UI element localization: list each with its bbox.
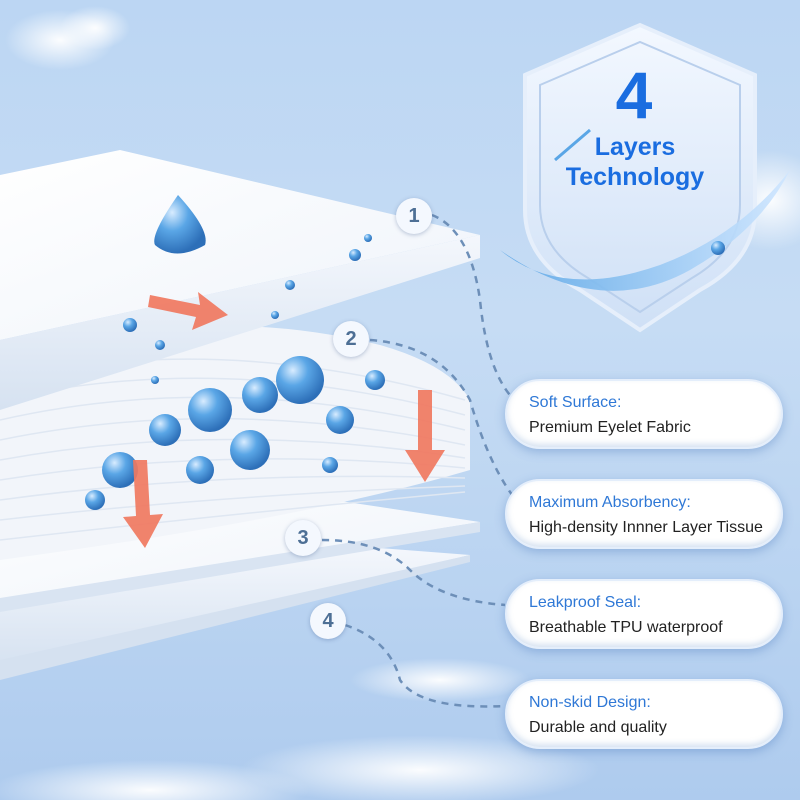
- feature-title: Maximum Absorbency:: [529, 494, 691, 511]
- layer-number-1: 1: [396, 198, 432, 234]
- shield-icon: [500, 22, 790, 333]
- feature-card-leakproof-seal: Leakproof Seal: Breathable TPU waterproo…: [505, 579, 783, 649]
- feature-title: Leakproof Seal:: [529, 594, 642, 611]
- feature-card-soft-surface: Soft Surface: Premium Eyelet Fabric: [505, 379, 783, 449]
- feature-title: Soft Surface:: [529, 394, 622, 411]
- badge-number: 4: [615, 58, 655, 132]
- feature-title: Non-skid Design:: [529, 694, 651, 711]
- feature-description: Premium Eyelet Fabric: [529, 419, 691, 436]
- feature-description: Durable and quality: [529, 719, 667, 736]
- badge-line-technology: Technology: [565, 163, 705, 191]
- water-droplets: [85, 195, 385, 510]
- feature-card-non-skid-design: Non-skid Design: Durable and quality: [505, 679, 783, 749]
- layer-number-3: 3: [285, 520, 321, 556]
- layer-number-4: 4: [310, 603, 346, 639]
- badge-line-layers: Layers: [594, 133, 676, 161]
- feature-description: Breathable TPU waterproof: [529, 619, 723, 636]
- connector-lines: [321, 213, 521, 708]
- flow-arrows: [123, 292, 445, 548]
- feature-card-maximum-absorbency: Maximum Absorbency: High-density Innner …: [505, 479, 783, 549]
- feature-description: High-density Innner Layer Tissue: [529, 519, 763, 536]
- badge-title: 4 Layers Technology: [520, 60, 750, 210]
- layer-number-2: 2: [333, 321, 369, 357]
